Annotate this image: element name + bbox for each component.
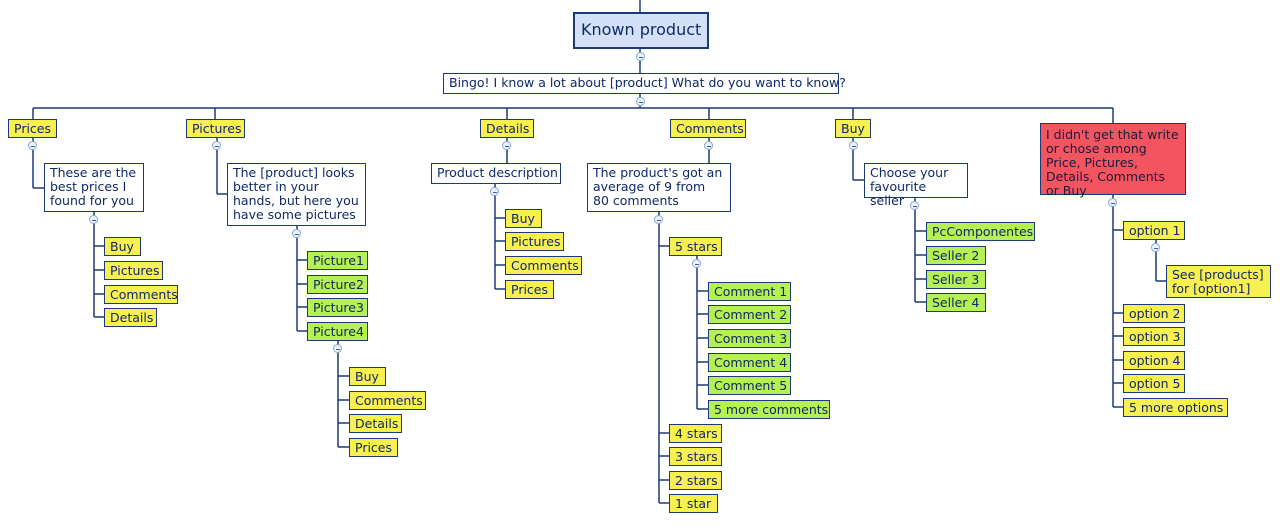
rating-2-stars[interactable]: 2 stars [669, 471, 722, 490]
rating-3-stars[interactable]: 3 stars [669, 447, 722, 466]
picture2-leaf[interactable]: Picture2 [307, 275, 368, 294]
picture4-option-comments[interactable]: Comments [349, 391, 426, 410]
branch-pictures[interactable]: Pictures [186, 119, 245, 138]
prices-option-details[interactable]: Details [104, 308, 157, 327]
details-option-prices[interactable]: Prices [505, 280, 554, 299]
comment-2-leaf[interactable]: Comment 2 [708, 305, 791, 324]
collapse-toggle-icon[interactable] [692, 259, 701, 268]
details-reply-node[interactable]: Product description [431, 163, 561, 184]
buy-reply-node[interactable]: Choose your favourite seller [864, 163, 968, 208]
option-1[interactable]: option 1 [1123, 221, 1185, 240]
rating-4-stars[interactable]: 4 stars [669, 424, 722, 443]
branch-prices[interactable]: Prices [8, 119, 57, 138]
picture4-option-buy[interactable]: Buy [349, 367, 386, 386]
collapse-toggle-icon[interactable] [636, 52, 645, 61]
comment-5-leaf[interactable]: Comment 5 [708, 376, 791, 395]
comment-4-leaf[interactable]: Comment 4 [708, 353, 791, 372]
rating-5-stars[interactable]: 5 stars [669, 237, 722, 256]
seller-4-leaf[interactable]: Seller 4 [926, 293, 986, 312]
seller-pccomponentes-leaf[interactable]: PcComponentes [926, 222, 1035, 241]
option-4[interactable]: option 4 [1123, 351, 1185, 370]
details-option-comments[interactable]: Comments [505, 256, 582, 275]
branch-comments[interactable]: Comments [670, 119, 746, 138]
prices-reply-node[interactable]: These are the best prices I found for yo… [44, 163, 144, 212]
option-5[interactable]: option 5 [1123, 374, 1185, 393]
pictures-reply-node[interactable]: The [product] looks better in your hands… [227, 163, 366, 226]
option-2[interactable]: option 2 [1123, 304, 1185, 323]
collapse-toggle-icon[interactable] [910, 201, 919, 210]
collapse-toggle-icon[interactable] [654, 215, 663, 224]
collapse-toggle-icon[interactable] [28, 141, 37, 150]
prices-option-comments[interactable]: Comments [104, 285, 178, 304]
picture3-leaf[interactable]: Picture3 [307, 298, 368, 317]
comments-reply-node[interactable]: The product's got an average of 9 from 8… [587, 163, 731, 212]
seller-2-leaf[interactable]: Seller 2 [926, 246, 986, 265]
collapse-toggle-icon[interactable] [333, 344, 342, 353]
collapse-toggle-icon[interactable] [292, 229, 301, 238]
collapse-toggle-icon[interactable] [490, 187, 499, 196]
branch-details[interactable]: Details [480, 119, 534, 138]
more-comments-leaf[interactable]: 5 more comments [708, 400, 830, 419]
picture1-leaf[interactable]: Picture1 [307, 251, 368, 270]
rating-1-star[interactable]: 1 star [669, 494, 718, 513]
picture4-option-prices[interactable]: Prices [349, 438, 398, 457]
more-options[interactable]: 5 more options [1123, 398, 1228, 417]
option-3[interactable]: option 3 [1123, 327, 1185, 346]
option1-see-products-node[interactable]: See [products] for [option1] [1166, 265, 1271, 298]
seller-3-leaf[interactable]: Seller 3 [926, 270, 986, 289]
collapse-toggle-icon[interactable] [1151, 243, 1160, 252]
branch-buy[interactable]: Buy [835, 119, 871, 138]
details-option-buy[interactable]: Buy [505, 209, 542, 228]
root-node-known-product[interactable]: Known product [573, 12, 709, 49]
collapse-toggle-icon[interactable] [704, 141, 713, 150]
collapse-toggle-icon[interactable] [502, 141, 511, 150]
picture4-leaf[interactable]: Picture4 [307, 322, 368, 341]
prices-option-pictures[interactable]: Pictures [104, 261, 163, 280]
details-option-pictures[interactable]: Pictures [505, 232, 564, 251]
collapse-toggle-icon[interactable] [1108, 198, 1117, 207]
collapse-toggle-icon[interactable] [849, 141, 858, 150]
prices-option-buy[interactable]: Buy [104, 237, 141, 256]
collapse-toggle-icon[interactable] [212, 141, 221, 150]
picture4-option-details[interactable]: Details [349, 414, 402, 433]
comment-1-leaf[interactable]: Comment 1 [708, 282, 791, 301]
collapse-toggle-icon[interactable] [636, 97, 645, 106]
comment-3-leaf[interactable]: Comment 3 [708, 329, 791, 348]
fallback-message-node[interactable]: I didn't get that write or chose among P… [1040, 123, 1186, 198]
intro-message-node[interactable]: Bingo! I know a lot about [product] What… [443, 73, 846, 94]
collapse-toggle-icon[interactable] [89, 215, 98, 224]
